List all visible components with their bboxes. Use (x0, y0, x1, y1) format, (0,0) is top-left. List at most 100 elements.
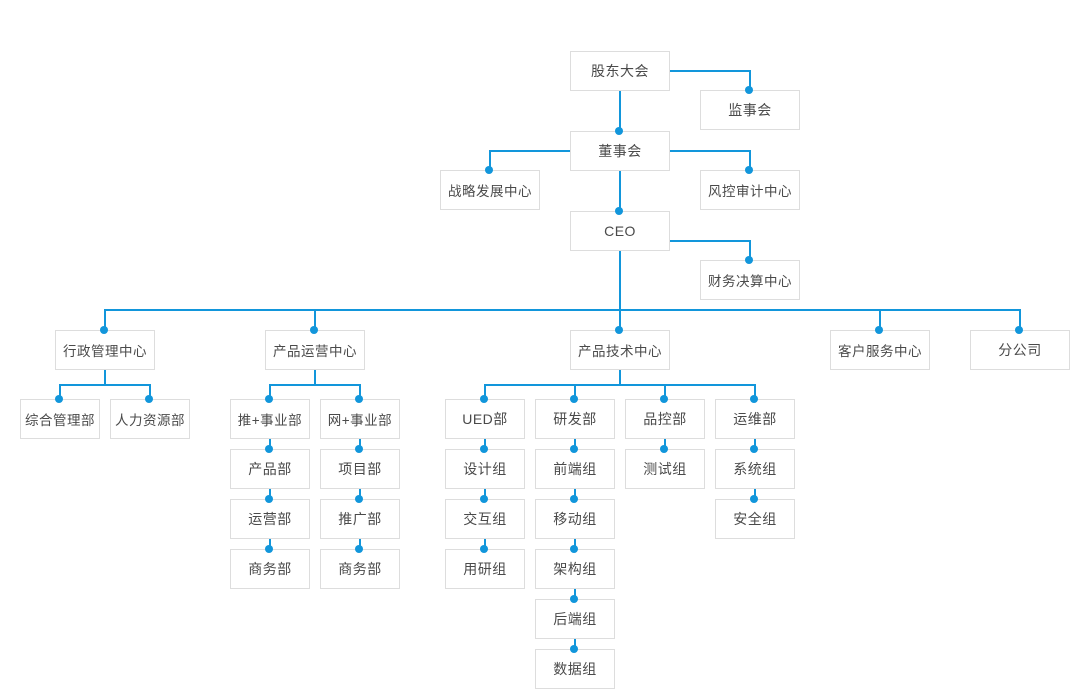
connector-tui-to-product (269, 439, 271, 449)
dot-operation-dept (265, 495, 273, 503)
connector-product-to-operation (269, 489, 271, 499)
node-business-dept-left[interactable]: 商务部 (230, 549, 310, 589)
connector-trunk-drop-branch (1019, 309, 1021, 330)
node-human-resources-dept[interactable]: 人力资源部 (110, 399, 190, 439)
node-tui-plus-business-unit[interactable]: 推+事业部 (230, 399, 310, 439)
node-product-dept[interactable]: 产品部 (230, 449, 310, 489)
node-ued-dept[interactable]: UED部 (445, 399, 525, 439)
node-data-group[interactable]: 数据组 (535, 649, 615, 689)
node-product-operation-center[interactable]: 产品运营中心 (265, 330, 365, 370)
node-finance-settlement-center[interactable]: 财务决算中心 (700, 260, 800, 300)
connector-tech-to-rd (574, 384, 576, 399)
connector-trunk-drop-product-technology (619, 309, 621, 330)
connector-ceo-to-trunk (619, 251, 621, 310)
dot-test-group (660, 445, 668, 453)
dot-backend-group (570, 595, 578, 603)
dot-product-dept (265, 445, 273, 453)
node-architecture-group[interactable]: 架构组 (535, 549, 615, 589)
dot-project-dept (355, 445, 363, 453)
connector-board-to-ceo (619, 171, 621, 211)
dot-frontend-group (570, 445, 578, 453)
node-shareholders-meeting[interactable]: 股东大会 (570, 51, 670, 91)
connector-board-to-risk-v (749, 150, 751, 171)
node-general-management-dept[interactable]: 综合管理部 (20, 399, 100, 439)
node-security-group[interactable]: 安全组 (715, 499, 795, 539)
dot-finance (745, 256, 753, 264)
node-design-group[interactable]: 设计组 (445, 449, 525, 489)
connector-trunk-drop-admin (104, 309, 106, 330)
dot-promotion-dept (355, 495, 363, 503)
node-promotion-dept[interactable]: 推广部 (320, 499, 400, 539)
connector-admin-bar (60, 384, 150, 386)
connector-ops-to-system (754, 439, 756, 449)
dot-data-group (570, 645, 578, 653)
node-project-dept[interactable]: 项目部 (320, 449, 400, 489)
dot-business-dept-left (265, 545, 273, 553)
node-customer-service-center[interactable]: 客户服务中心 (830, 330, 930, 370)
connector-tech-to-qc (664, 384, 666, 399)
dot-general-management (55, 395, 63, 403)
connector-system-to-security (754, 489, 756, 499)
node-business-dept-right[interactable]: 商务部 (320, 549, 400, 589)
node-operation-dept[interactable]: 运营部 (230, 499, 310, 539)
dot-design-group (480, 445, 488, 453)
node-mobile-group[interactable]: 移动组 (535, 499, 615, 539)
node-user-research-group[interactable]: 用研组 (445, 549, 525, 589)
connector-trunk-drop-customer-service (879, 309, 881, 330)
dot-product-technology-center (615, 326, 623, 334)
connector-promotion-to-business-right (359, 539, 361, 549)
dot-product-operation-center (310, 326, 318, 334)
node-product-technology-center[interactable]: 产品技术中心 (570, 330, 670, 370)
node-frontend-group[interactable]: 前端组 (535, 449, 615, 489)
connector-shareholders-to-board (619, 91, 621, 131)
connector-board-to-strategy-v (489, 150, 491, 171)
connector-ceo-to-finance-v (749, 240, 751, 261)
node-quality-control-dept[interactable]: 品控部 (625, 399, 705, 439)
dot-tui-business (265, 395, 273, 403)
node-interaction-group[interactable]: 交互组 (445, 499, 525, 539)
connector-qc-to-test (664, 439, 666, 449)
dot-risk (745, 166, 753, 174)
connector-shareholders-to-supervisory-v (749, 70, 751, 91)
dot-ued (480, 395, 488, 403)
node-board-of-directors[interactable]: 董事会 (570, 131, 670, 171)
node-risk-audit-center[interactable]: 风控审计中心 (700, 170, 800, 210)
dot-qc (660, 395, 668, 403)
dot-ops (750, 395, 758, 403)
connector-admin-to-hr (149, 384, 151, 399)
connector-board-to-strategy-h (490, 150, 570, 152)
dot-architecture-group (570, 545, 578, 553)
dot-wang-business (355, 395, 363, 403)
node-branch-company[interactable]: 分公司 (970, 330, 1070, 370)
dot-supervisory (745, 86, 753, 94)
dot-customer-service-center (875, 326, 883, 334)
connector-frontend-to-mobile (574, 489, 576, 499)
connector-ceo-to-finance-h (670, 240, 750, 242)
dot-interaction-group (480, 495, 488, 503)
node-rd-dept[interactable]: 研发部 (535, 399, 615, 439)
connector-trunk-drop-product-operation (314, 309, 316, 330)
connector-architecture-to-backend (574, 589, 576, 599)
node-system-group[interactable]: 系统组 (715, 449, 795, 489)
connector-backend-to-data (574, 639, 576, 649)
node-operations-maintenance-dept[interactable]: 运维部 (715, 399, 795, 439)
node-supervisory-board[interactable]: 监事会 (700, 90, 800, 130)
connector-product-operation-to-tui (269, 384, 271, 399)
dot-ceo (615, 207, 623, 215)
dot-security-group (750, 495, 758, 503)
connector-ued-to-design (484, 439, 486, 449)
dot-human-resources (145, 395, 153, 403)
node-strategy-development-center[interactable]: 战略发展中心 (440, 170, 540, 210)
dot-admin-center (100, 326, 108, 334)
node-admin-management-center[interactable]: 行政管理中心 (55, 330, 155, 370)
connector-interaction-to-user-research (484, 539, 486, 549)
connector-product-technology-bar (485, 384, 755, 386)
connector-product-operation-stem (314, 370, 316, 385)
connector-design-to-interaction (484, 489, 486, 499)
dot-branch-company (1015, 326, 1023, 334)
node-test-group[interactable]: 测试组 (625, 449, 705, 489)
node-wang-plus-business-unit[interactable]: 网+事业部 (320, 399, 400, 439)
node-backend-group[interactable]: 后端组 (535, 599, 615, 639)
dot-mobile-group (570, 495, 578, 503)
node-ceo[interactable]: CEO (570, 211, 670, 251)
